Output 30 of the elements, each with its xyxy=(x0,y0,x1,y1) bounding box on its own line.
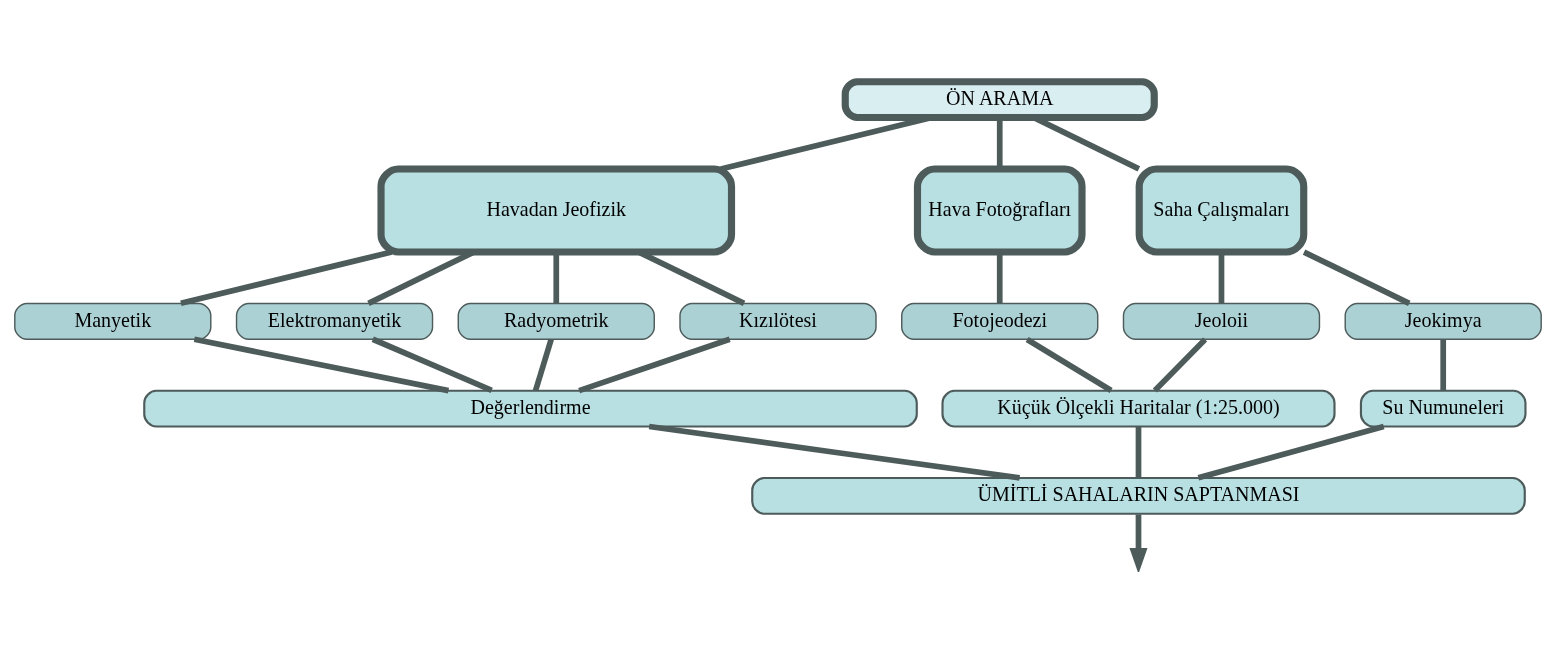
connector xyxy=(532,338,554,392)
connector xyxy=(1135,426,1142,478)
connector xyxy=(1440,339,1447,391)
connector xyxy=(1152,337,1208,393)
connector xyxy=(1025,337,1113,393)
node-box: Su Numuneleri xyxy=(1359,389,1527,428)
connector xyxy=(578,336,731,394)
connector xyxy=(996,252,1003,304)
node-box: Küçük Ölçekli Haritalar (1:25.000) xyxy=(941,389,1336,428)
node-box: Hava Fotoğrafları xyxy=(913,165,1086,256)
node-box: ÖN ARAMA xyxy=(841,78,1158,122)
node-box: Kızılötesi xyxy=(679,302,877,340)
arrow xyxy=(1129,514,1148,572)
node-box: Jeokimya xyxy=(1344,302,1542,340)
connector xyxy=(1302,249,1411,306)
node-box: Değerlendirme xyxy=(143,389,918,428)
connector xyxy=(1218,252,1225,304)
node-box: Radyometrik xyxy=(457,302,655,340)
node-box: Elektromanyetik xyxy=(235,302,434,340)
node-box: Havadan Jeofizik xyxy=(377,165,736,256)
connector xyxy=(371,336,493,394)
node-box: Fotojeodezi xyxy=(901,302,1099,340)
node-box: ÜMİTLİ SAHALARIN SAPTANMASI xyxy=(751,476,1526,515)
connector xyxy=(553,252,560,304)
connector xyxy=(193,336,450,394)
connector xyxy=(1197,423,1385,481)
node-box: Manyetik xyxy=(14,302,212,340)
node-box: Saha Çalışmaları xyxy=(1135,165,1308,256)
node-box: Jeoloii xyxy=(1122,302,1321,340)
connector xyxy=(180,249,393,307)
